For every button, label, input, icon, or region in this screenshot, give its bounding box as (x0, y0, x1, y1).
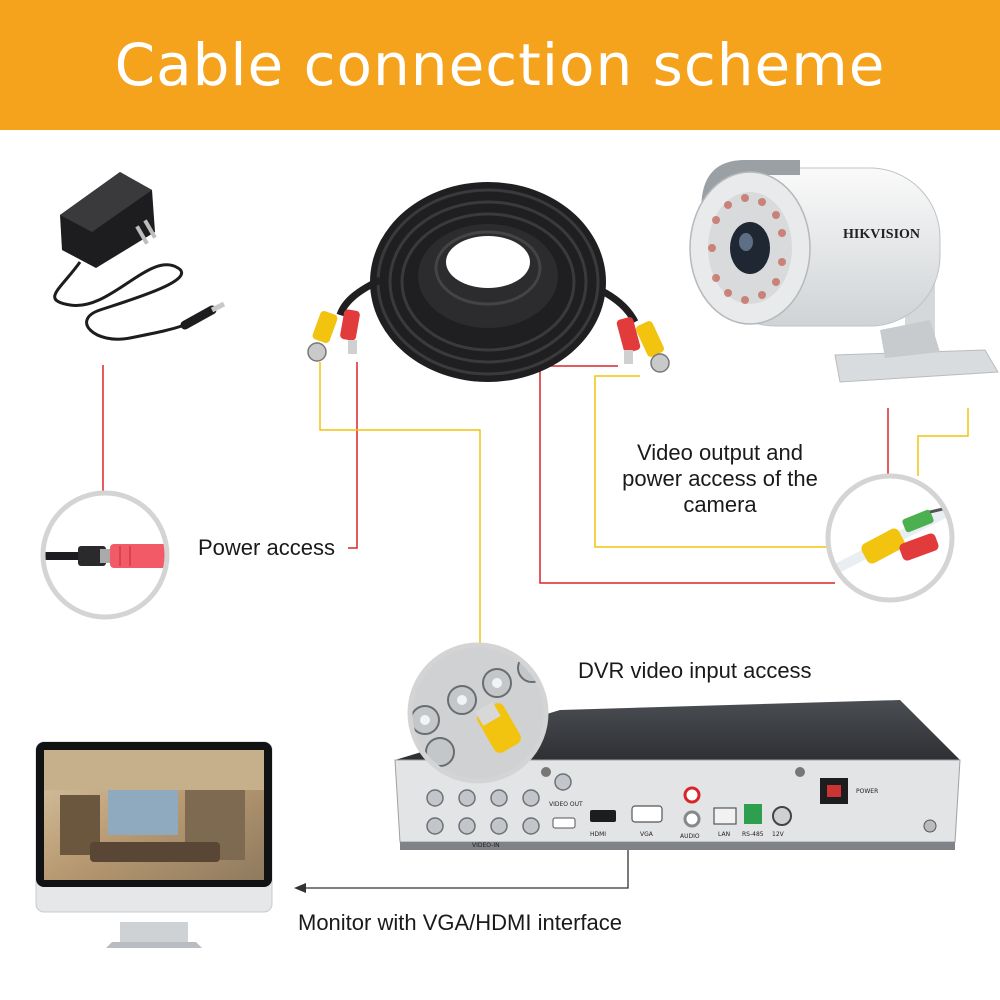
cable-coil-icon (307, 182, 670, 382)
dvr-label-video-in: VIDEO-IN (472, 842, 500, 849)
dvr-label-12v: 12V (772, 831, 785, 838)
dvr-label-power: POWER (856, 788, 878, 795)
power-access-label: Power access (198, 535, 335, 560)
camera-brand-text: HIKVISION (843, 227, 920, 242)
video-line-cable-right (594, 375, 838, 548)
monitor-arrow-icon (294, 883, 306, 893)
zoom-circle-dvr-input (407, 642, 549, 784)
monitor-interface-label: Monitor with VGA/HDMI interface (298, 910, 622, 935)
dvr-label-rs485: RS-485 (742, 831, 764, 838)
video-line-camera (917, 408, 969, 476)
bullet-camera-icon: HIKVISION (689, 160, 999, 383)
power-line-cable-right (539, 365, 835, 584)
dvr-label-audio: AUDIO (680, 833, 700, 840)
dvr-input-label: DVR video input access (578, 658, 812, 683)
zoom-circle-power-plug (40, 490, 170, 620)
power-line-cable-left (348, 362, 358, 549)
dvr-label-hdmi: HDMI (590, 831, 606, 838)
dvr-label-lan: LAN (718, 831, 730, 838)
diagram-title: Cable connection scheme (114, 31, 886, 99)
video-line-cable-left (319, 362, 481, 645)
zoom-circle-camera-pigtail (825, 473, 955, 603)
camera-output-label: Video output and power access of the cam… (622, 440, 818, 517)
dvr-video-in-ports (426, 773, 572, 835)
power-adapter-icon (53, 172, 226, 341)
dvr-label-video-out: VIDEO OUT (549, 801, 583, 808)
header-banner: Cable connection scheme (0, 0, 1000, 130)
dvr-label-vga: VGA (640, 831, 654, 838)
monitor-icon (35, 741, 273, 948)
